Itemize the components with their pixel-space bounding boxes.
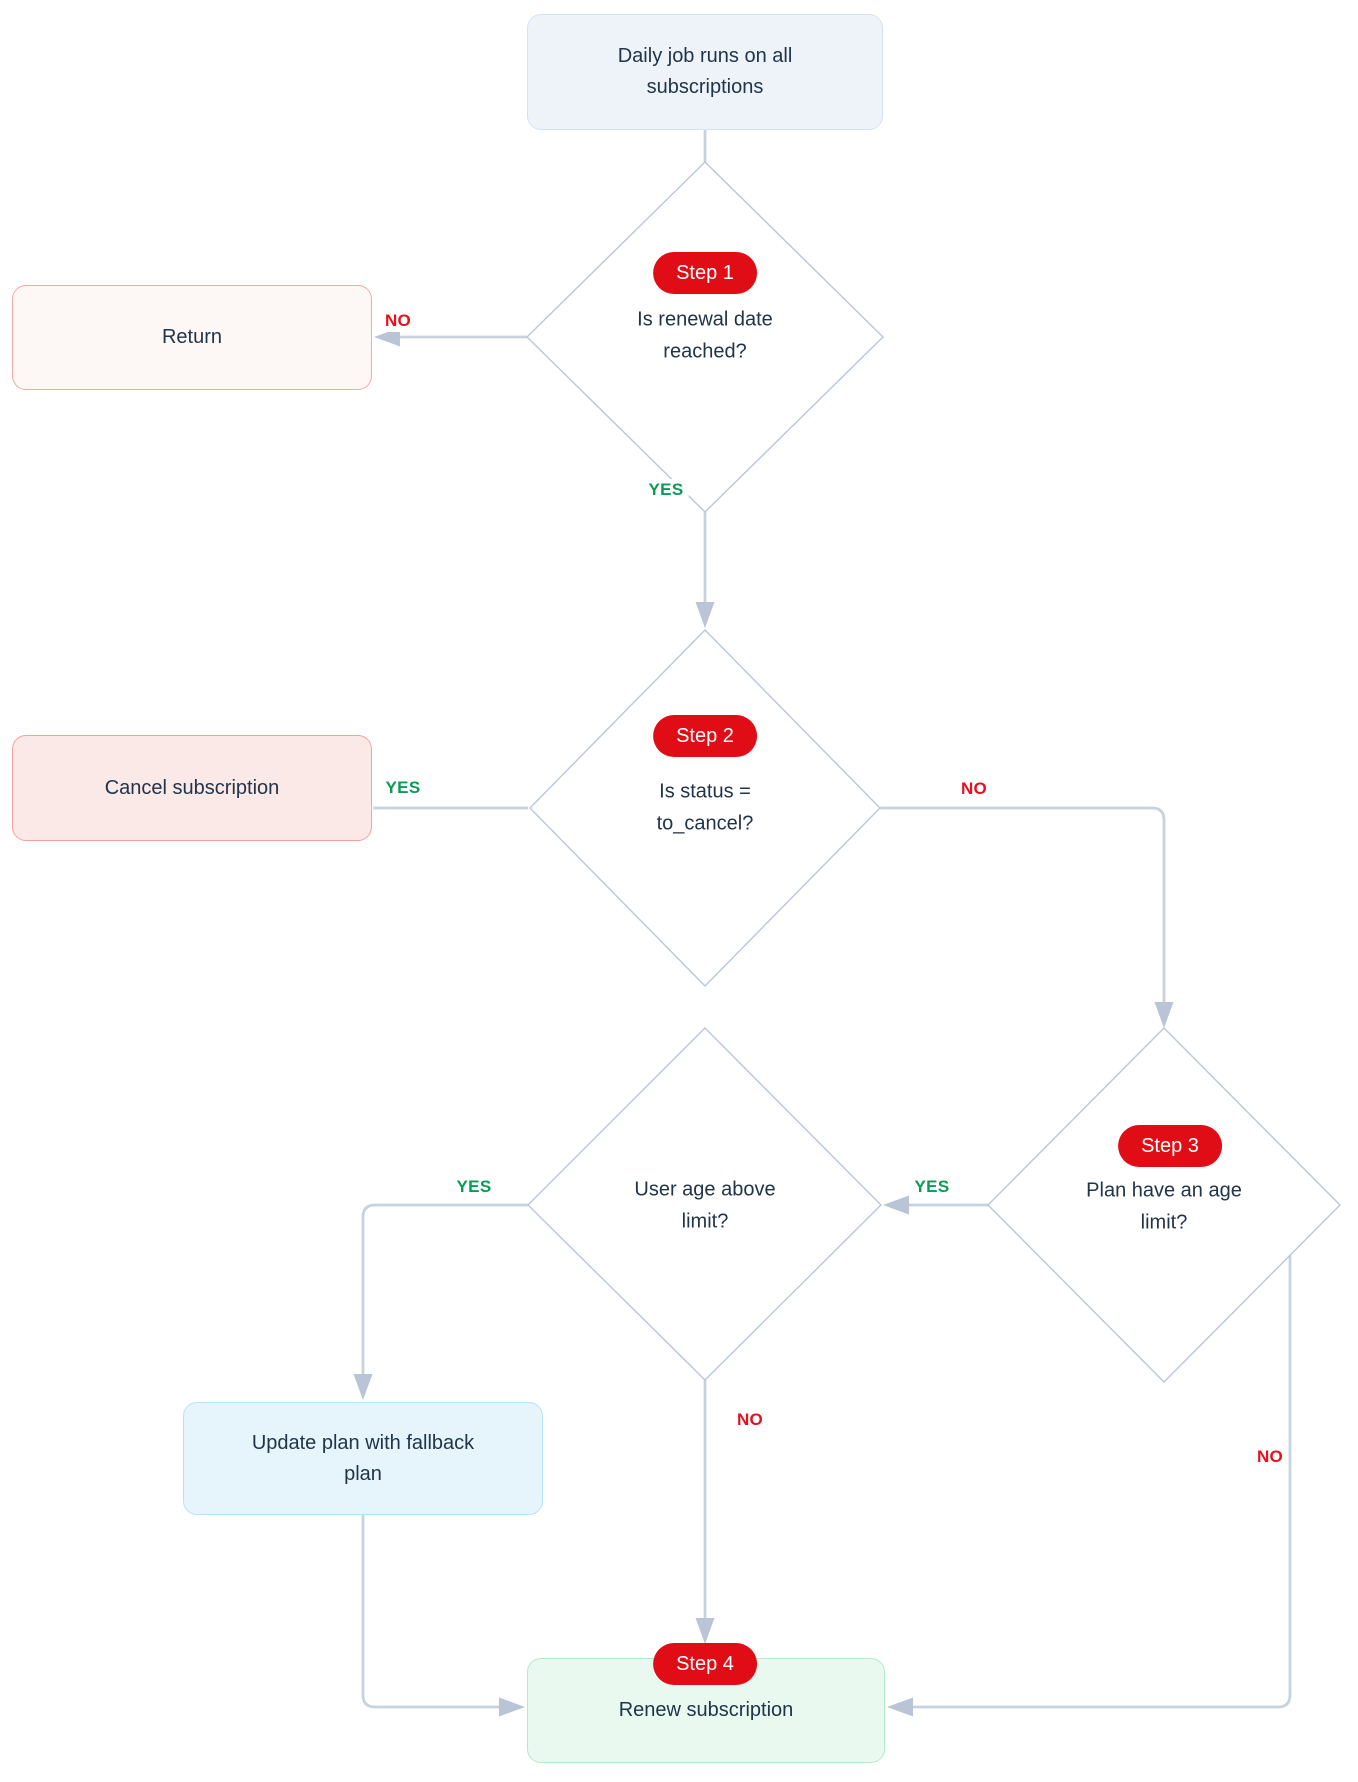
node-return-label: Return (161, 326, 223, 348)
node-return: Return (12, 285, 372, 390)
label-step1-no: NO (379, 310, 417, 332)
edge-age-no-to-renew (695, 1380, 715, 1644)
step3-badge: Step 3 (1118, 1125, 1222, 1167)
label-age-no: NO (731, 1409, 769, 1431)
age-check-diamond (527, 1027, 882, 1381)
label-step1-yes: YES (643, 479, 689, 501)
node-renew-label: Renew subscription (618, 1699, 794, 1721)
step1-question: Is renewal date reached? (637, 308, 773, 363)
step1-badge: Step 1 (653, 252, 757, 294)
label-step3-no: NO (1251, 1446, 1289, 1468)
step2-diamond (529, 629, 881, 987)
node-start-label: Daily job runs on all subscriptions (617, 45, 793, 98)
edge-step2-no-to-step3 (880, 806, 1174, 1028)
edge-step3-no-to-renew (887, 1255, 1292, 1717)
label-age-yes: YES (451, 1176, 497, 1198)
node-start: Daily job runs on all subscriptions (527, 14, 883, 130)
step2-question: Is status = to_cancel? (656, 780, 754, 835)
edge-step1-no-to-return (374, 327, 527, 347)
edge-age-yes-to-update (353, 1203, 528, 1400)
step4-badge: Step 4 (653, 1643, 757, 1685)
step1-diamond (526, 161, 884, 513)
node-cancel-label: Cancel subscription (104, 776, 280, 799)
node-update-plan: Update plan with fallback plan (183, 1402, 543, 1515)
age-check-question: User age above limit? (634, 1178, 776, 1233)
node-cancel-subscription: Cancel subscription (12, 735, 372, 841)
label-step2-no: NO (955, 778, 993, 800)
edge-update-to-renew (361, 1515, 525, 1717)
step3-question: Plan have an age limit? (1086, 1179, 1242, 1234)
node-update-label: Update plan with fallback plan (251, 1431, 475, 1485)
edge-step1-yes-to-step2 (695, 512, 715, 628)
step3-diamond (987, 1027, 1341, 1383)
label-step2-yes: YES (380, 777, 426, 799)
edge-step3-yes-to-age (883, 1195, 988, 1215)
label-step3-yes: YES (909, 1176, 955, 1198)
step2-badge: Step 2 (653, 715, 757, 757)
